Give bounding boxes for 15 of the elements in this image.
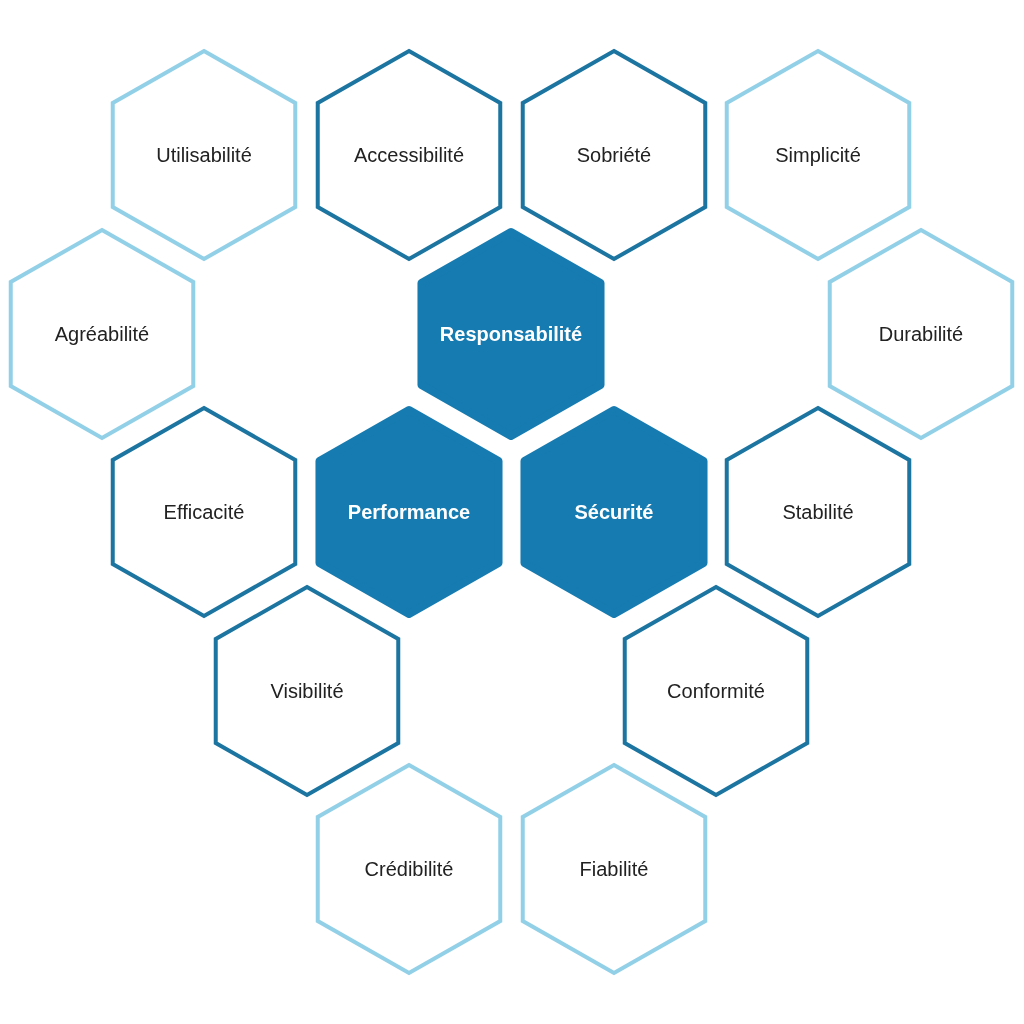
quality-label: Fiabilité (579, 857, 649, 881)
quality-label: Performance (347, 500, 471, 524)
quality-label: Efficacité (163, 500, 245, 524)
quality-label: Sécurité (574, 500, 654, 524)
quality-label: Accessibilité (353, 143, 464, 167)
quality-label: Sobriété (576, 143, 652, 167)
quality-label: Visibilité (270, 679, 344, 703)
quality-label: Utilisabilité (156, 143, 252, 167)
quality-label: Responsabilité (439, 322, 583, 346)
quality-label: Agréabilité (54, 322, 150, 346)
quality-label: Crédibilité (364, 857, 454, 881)
quality-label: Stabilité (782, 500, 854, 524)
quality-label: Conformité (667, 679, 765, 703)
quality-label: Durabilité (878, 322, 964, 346)
quality-label: Simplicité (775, 143, 861, 167)
